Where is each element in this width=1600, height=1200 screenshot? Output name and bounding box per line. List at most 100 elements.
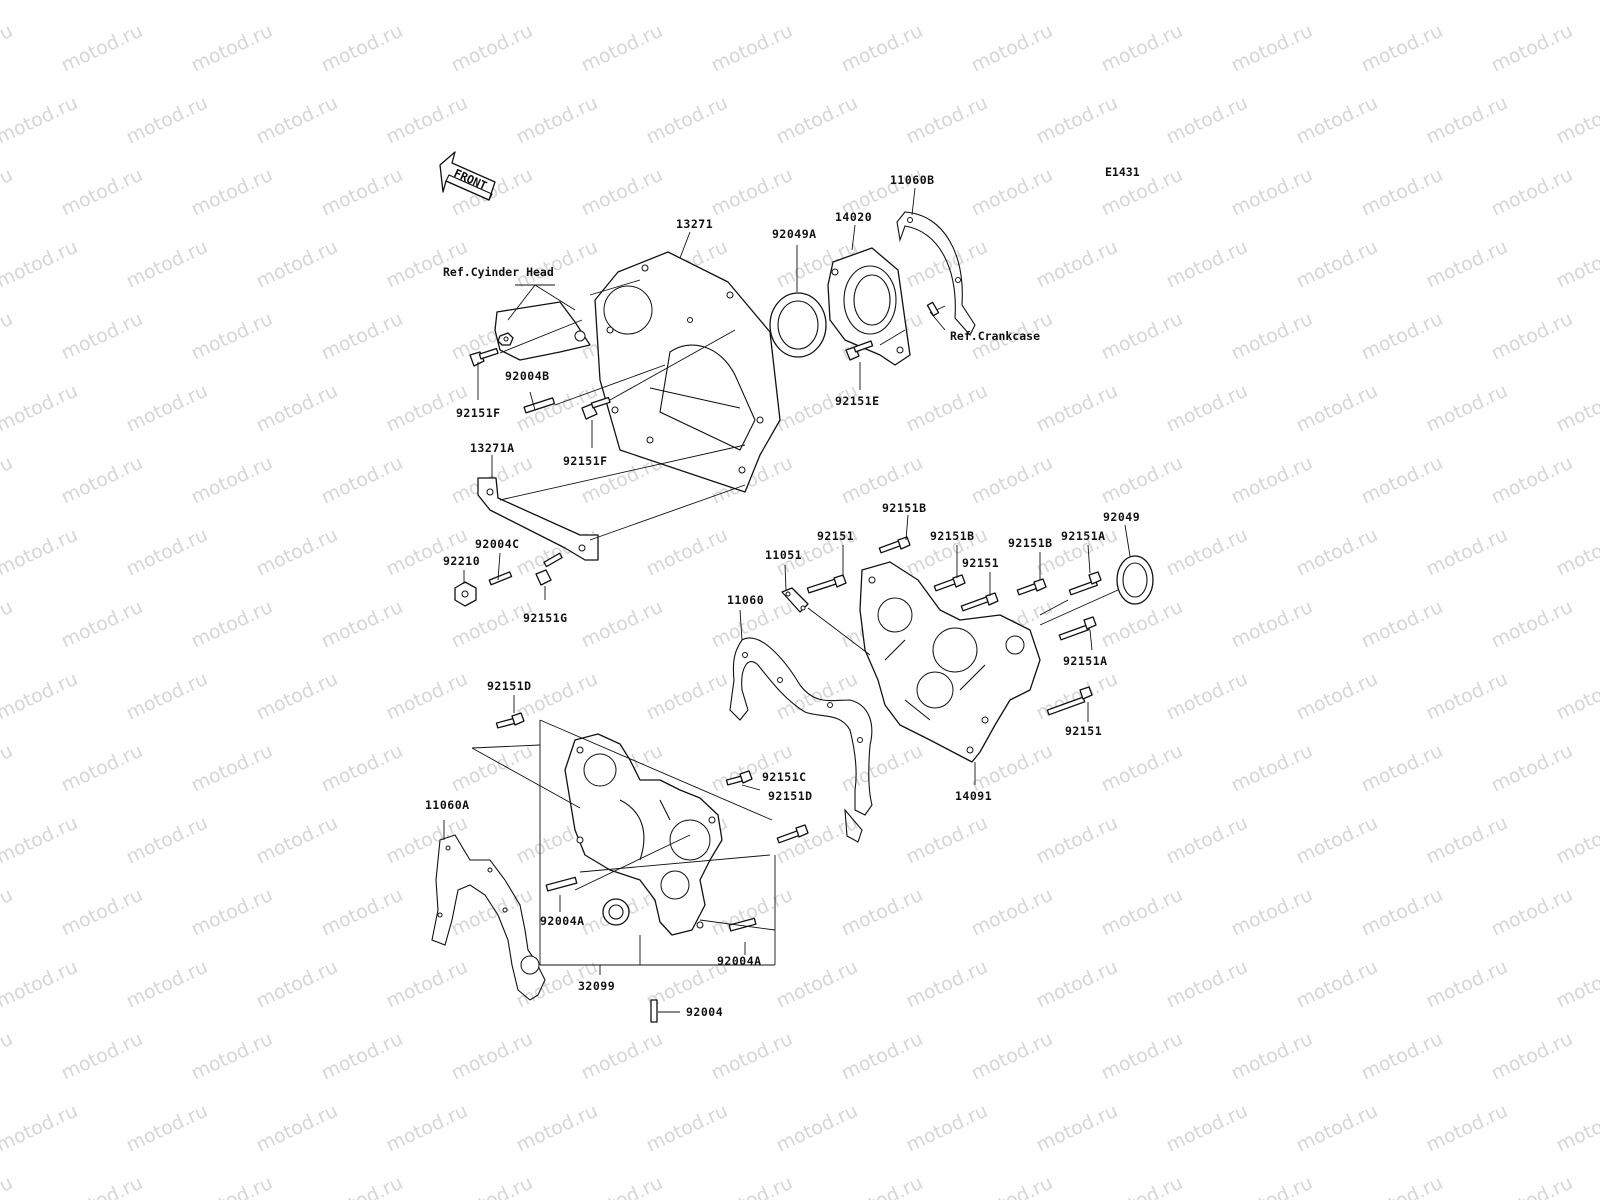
plate-13271 [594,251,781,493]
stud-92004a-left [545,876,578,892]
watermark-text: motod.ru [1293,524,1381,581]
watermark-text: motod.ru [903,236,991,293]
watermark-text: motod.ru [188,164,276,221]
watermark-text: motod.ru [0,1172,16,1200]
watermark-text: motod.ru [1553,524,1600,581]
watermark-text: motod.ru [0,236,81,293]
watermark-text: motod.ru [1033,380,1121,437]
watermark-text: motod.ru [1033,1100,1121,1157]
watermark-text: motod.ru [1098,596,1186,653]
watermark-text: motod.ru [1293,236,1381,293]
label-14091: 14091 [955,789,992,803]
label-14020: 14020 [835,210,872,224]
watermark-text: motod.ru [838,740,926,797]
watermark-text: motod.ru [318,884,406,941]
watermark-text: motod.ru [1553,92,1600,149]
watermark-text: motod.ru [513,0,601,5]
gasket-11060b [896,211,976,336]
watermark-text: motod.ru [1553,380,1600,437]
watermark-text: motod.ru [1358,20,1446,77]
watermark-text: motod.ru [318,452,406,509]
watermark-text: motod.ru [773,956,861,1013]
watermark-text: motod.ru [448,884,536,941]
watermark-text: motod.ru [1293,668,1381,725]
watermark-text: motod.ru [838,1028,926,1085]
leader-lines [443,187,1131,1013]
ref-crankcase-label: Ref.Crankcase [950,329,1040,343]
watermark-text: motod.ru [58,308,146,365]
watermark-text: motod.ru [188,452,276,509]
watermark-text: motod.ru [578,596,666,653]
watermark-text: motod.ru [578,1172,666,1200]
watermark-text: motod.ru [1358,596,1446,653]
watermark-text: motod.ru [578,20,666,77]
watermark-text: motod.ru [58,20,146,77]
watermark-text: motod.ru [1163,524,1251,581]
watermark-text: motod.ru [253,0,341,5]
label-92004c: 92004C [475,537,520,551]
watermark-text: motod.ru [1358,884,1446,941]
watermark-text: motod.ru [1488,596,1576,653]
watermark-text: motod.ru [0,956,81,1013]
watermark-text: motod.ru [968,20,1056,77]
watermark-text: motod.ru [1163,812,1251,869]
watermark-text: motod.ru [773,92,861,149]
watermark-text: motod.ru [1358,1028,1446,1085]
watermark-text: motod.ru [903,812,991,869]
watermark-text: motod.ru [58,596,146,653]
watermark-text: motod.ru [448,20,536,77]
watermark-text: motod.ru [1163,92,1251,149]
label-92004: 92004 [686,1005,723,1019]
watermark-text: motod.ru [643,668,731,725]
watermark-text: motod.ru [0,596,16,653]
watermark-text: motod.ru [708,884,796,941]
bracket-cylinder-head [494,301,591,361]
watermark-text: motod.ru [1358,452,1446,509]
bolt-92151g [535,552,563,586]
bolt-92151b-mid [933,574,966,592]
ref-cylinder-head-label: Ref.Cyinder Head [443,265,554,279]
watermark-text: motod.ru [0,884,16,941]
cover-14091 [859,561,1041,763]
watermark-text: motod.ru [1228,1028,1316,1085]
watermark-text: motod.ru [1423,380,1511,437]
label-92004a-right: 92004A [717,954,762,968]
watermark-text: motod.ru [1488,884,1576,941]
watermark-text: motod.ru [253,668,341,725]
watermark-text: motod.ru [0,164,16,221]
watermark-text: motod.ru [253,524,341,581]
watermark-text: motod.ru [1358,1172,1446,1200]
watermark-text: motod.ru [708,20,796,77]
watermark-text: motod.ru [1358,308,1446,365]
watermark-text: motod.ru [903,380,991,437]
bracket-11051 [781,587,809,613]
watermark-text: motod.ru [448,740,536,797]
stud-92004b [523,397,556,414]
label-92151f-top: 92151F [456,406,501,420]
watermark-text: motod.ru [123,92,211,149]
watermark-text: motod.ru [1553,812,1600,869]
watermark-text: motod.ru [1293,956,1381,1013]
watermark-text: motod.ru [0,92,81,149]
watermark-text: motod.ru [1293,0,1381,5]
watermark-text: motod.ru [1553,236,1600,293]
label-32099: 32099 [578,979,615,993]
bolt-92151a-top [1068,571,1102,596]
watermark-text: motod.ru [1423,956,1511,1013]
watermark-text: motod.ru [1098,884,1186,941]
stud-92004c [488,571,513,586]
label-92151d-top: 92151D [487,679,532,693]
watermark-text: motod.ru [123,524,211,581]
watermark-text: motod.ru [1098,20,1186,77]
gasket-11060a [431,834,546,1001]
watermark-text: motod.ru [188,20,276,77]
watermark-text: motod.ru [1163,0,1251,5]
watermark-text: motod.ru [1553,1100,1600,1157]
watermark-text: motod.ru [1553,668,1600,725]
bolt-92151-low [1046,686,1093,716]
label-92151a-low: 92151A [1063,654,1108,668]
watermark-text: motod.ru [1488,308,1576,365]
watermark-text: motod.ru [0,1028,16,1085]
bolt-92151f-mid [581,396,611,420]
seal-92049 [1116,555,1154,605]
